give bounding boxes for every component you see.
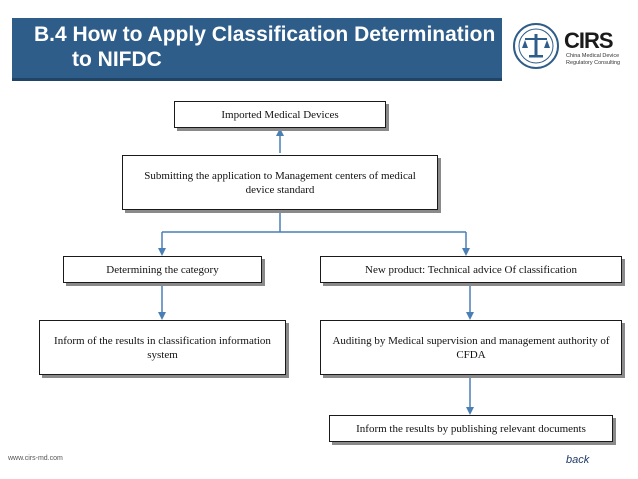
page-title-line2: to NIFDC: [72, 48, 162, 71]
brand-subtitle: China Medical Device Regulatory Consulti…: [566, 53, 621, 66]
box-inform-classification-results: Inform of the results in classification …: [39, 320, 286, 375]
box-submitting-application: Submitting the application to Management…: [122, 155, 438, 210]
footer-url: www.cirs-md.com: [8, 455, 63, 462]
box-new-product: New product: Technical advice Of classif…: [320, 256, 622, 283]
brand-name: CIRS: [564, 28, 614, 53]
box-inform-publish: Inform the results by publishing relevan…: [329, 415, 613, 442]
back-link[interactable]: back: [566, 454, 590, 466]
page-title-line1: B.4 How to Apply Classification Determin…: [34, 23, 496, 46]
title-bar: B.4 How to Apply Classification Determin…: [12, 18, 502, 81]
box-auditing-cfda: Auditing by Medical supervision and mana…: [320, 320, 622, 375]
box-determining-category: Determining the category: [63, 256, 262, 283]
logo: CIRS China Medical Device Regulatory Con…: [512, 20, 632, 72]
box-imported-devices: Imported Medical Devices: [174, 101, 386, 128]
page-title: B.4 How to Apply Classification Determin…: [34, 22, 504, 72]
seal-icon: [513, 23, 559, 69]
